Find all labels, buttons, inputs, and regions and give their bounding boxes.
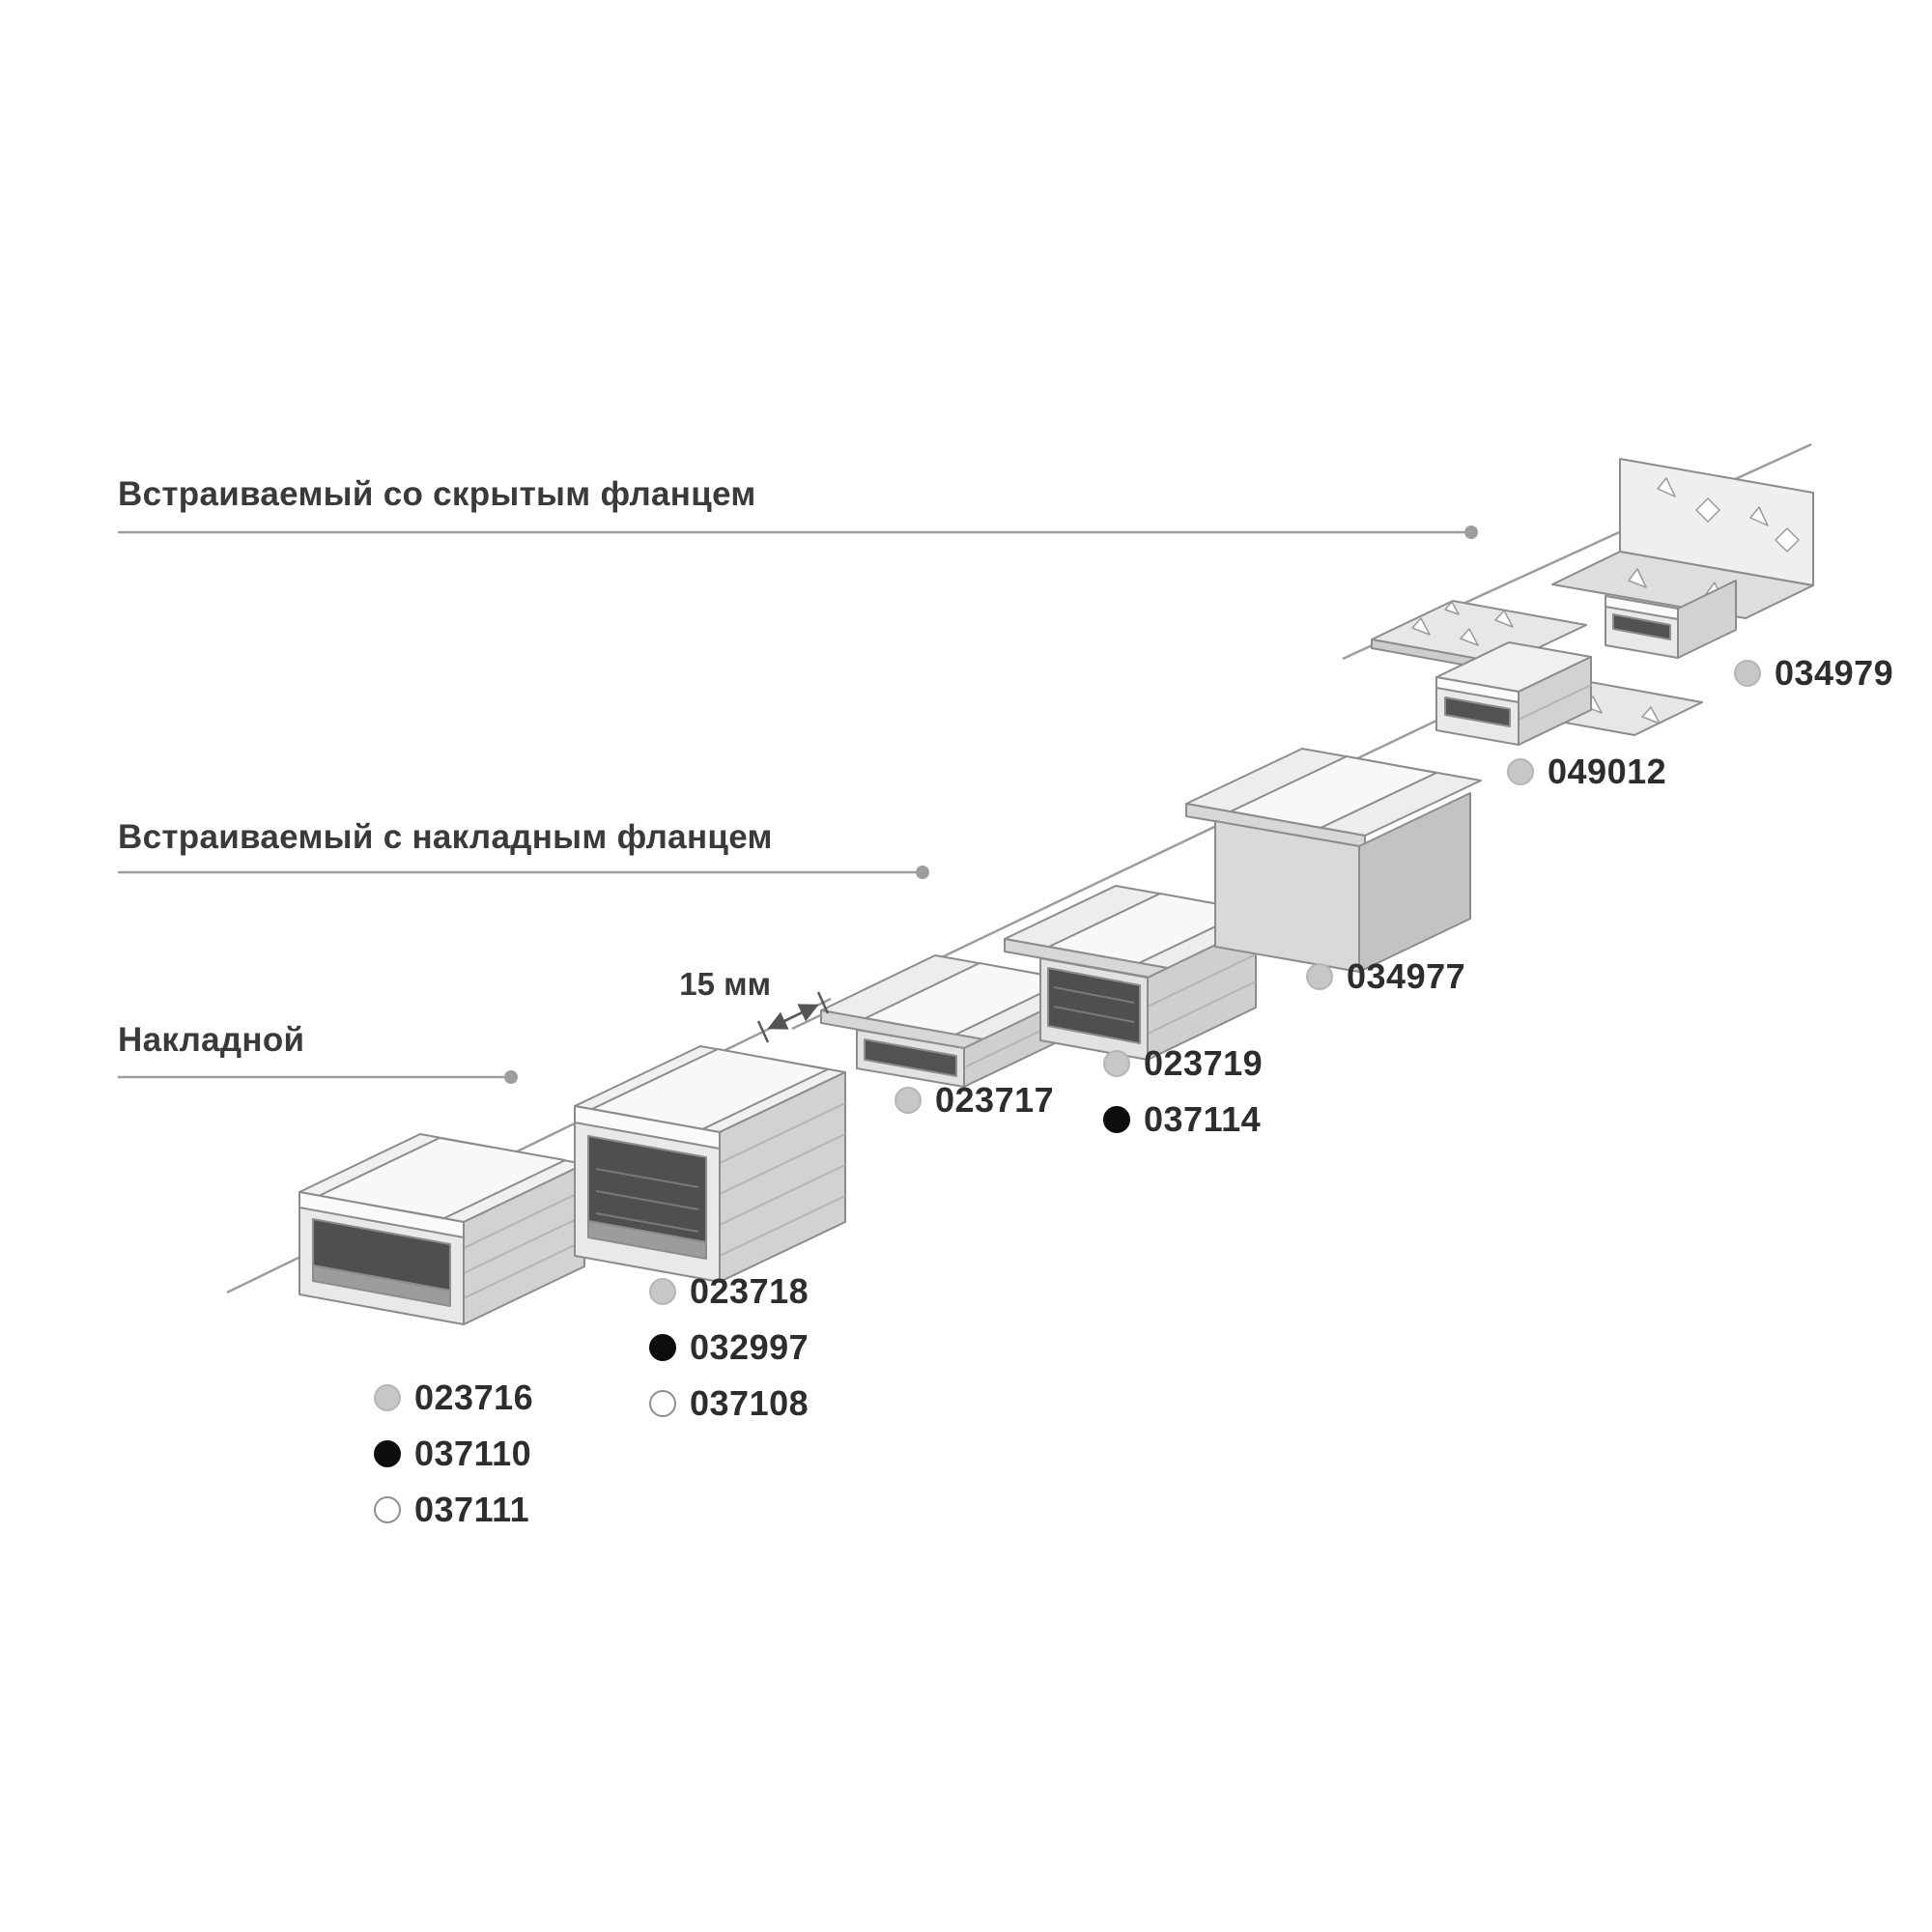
profile-recessed-deep-drawing <box>1185 748 1482 973</box>
rib-lines <box>1147 953 1257 1035</box>
product-code-item: 034977 <box>1306 956 1465 997</box>
cavity-fins <box>1053 986 1135 1023</box>
product-code: 034979 <box>1775 653 1894 693</box>
finish-dot-black <box>1103 1106 1130 1133</box>
leader-dot-surface <box>504 1070 518 1084</box>
cavity <box>1444 696 1511 727</box>
angled-flange <box>1551 551 1814 619</box>
dimension-label: 15 мм <box>679 966 771 1002</box>
cavity <box>1612 613 1671 640</box>
code-group-hidden-flange-corner: 034979 <box>1734 653 1893 694</box>
finish-dot-gray <box>1734 660 1761 687</box>
plate-holes <box>1411 601 1514 646</box>
leader-dot-hidden-flange <box>1464 526 1478 539</box>
cover-edge <box>298 1191 465 1238</box>
cavity <box>864 1038 957 1077</box>
product-code-item: 023717 <box>895 1080 1054 1121</box>
hidden-flange-corner-drawing <box>1551 458 1814 659</box>
cover-edge <box>1605 595 1679 620</box>
rib-line <box>1518 684 1592 721</box>
profile-hidden-flange-drawing <box>1435 641 1703 746</box>
product-code-item: 037108 <box>649 1383 809 1424</box>
finish-dot-gray <box>1103 1050 1130 1077</box>
category-label-surface-mounted: Накладной <box>118 1021 305 1059</box>
product-code: 023718 <box>690 1271 810 1311</box>
dimension-tick <box>816 991 830 1014</box>
leader-dot-surface-flange <box>916 866 929 879</box>
product-code-item: 049012 <box>1507 752 1666 792</box>
finish-dot-gray <box>1507 758 1534 785</box>
code-group-hidden-flange: 049012 <box>1507 752 1666 792</box>
base <box>312 1264 451 1307</box>
product-code-item: 023716 <box>374 1378 533 1418</box>
category-label-recessed-surface-flange: Встраиваемый с накладным фланцем <box>118 818 773 856</box>
finish-dot-white <box>374 1496 401 1523</box>
front-face <box>1214 820 1360 973</box>
product-code: 023716 <box>414 1378 534 1417</box>
base <box>587 1220 707 1260</box>
product-code-item: 032997 <box>649 1327 809 1368</box>
product-code: 034977 <box>1347 956 1466 996</box>
finish-dot-black <box>374 1440 401 1467</box>
dimension-arrow <box>767 1004 819 1030</box>
wall-plate-holes <box>1657 477 1800 553</box>
product-code: 037108 <box>690 1383 810 1423</box>
product-code-item: 037114 <box>1103 1099 1263 1140</box>
code-group-surface-high: 023718 032997 037108 <box>649 1271 809 1424</box>
profile-surface-low-drawing <box>298 1133 585 1325</box>
product-code-item: 023719 <box>1103 1043 1263 1084</box>
rib-lines <box>463 1189 585 1299</box>
category-label-recessed-hidden-flange: Встраиваемый со скрытым фланцем <box>118 475 756 513</box>
code-group-recessed-flange-high: 023719 037114 <box>1103 1043 1263 1140</box>
product-code: 037114 <box>1144 1099 1262 1139</box>
finish-dot-white <box>649 1390 676 1417</box>
product-code-item: 034979 <box>1734 653 1893 694</box>
finish-dot-gray <box>374 1384 401 1411</box>
dimension-15mm-marks <box>756 991 830 1043</box>
cavity-fins <box>595 1168 699 1233</box>
cover-edge <box>1435 676 1520 703</box>
finish-dot-black <box>649 1334 676 1361</box>
product-code-item: 037111 <box>374 1490 533 1530</box>
cavity <box>1047 967 1141 1044</box>
product-code: 032997 <box>690 1327 810 1367</box>
rib-lines <box>719 1102 846 1257</box>
category-leader-lines <box>118 526 1478 1084</box>
profile-surface-high-drawing <box>574 1045 846 1283</box>
product-code: 049012 <box>1548 752 1667 791</box>
product-code-item: 037110 <box>374 1434 533 1474</box>
product-code: 023717 <box>935 1080 1055 1120</box>
product-code-item: 023718 <box>649 1271 809 1312</box>
product-code: 037111 <box>414 1490 530 1529</box>
product-code: 023719 <box>1144 1043 1264 1083</box>
finish-dot-gray <box>649 1278 676 1305</box>
code-group-surface-low: 023716 037110 037111 <box>374 1378 533 1530</box>
product-code: 037110 <box>414 1434 532 1473</box>
dimension-tick <box>756 1020 770 1043</box>
cover-edge <box>574 1105 721 1150</box>
code-group-recessed-flange-low: 023717 <box>895 1080 1054 1121</box>
finish-dot-gray <box>1306 963 1333 990</box>
finish-dot-gray <box>895 1087 922 1114</box>
code-group-recessed-deep: 034977 <box>1306 956 1465 997</box>
